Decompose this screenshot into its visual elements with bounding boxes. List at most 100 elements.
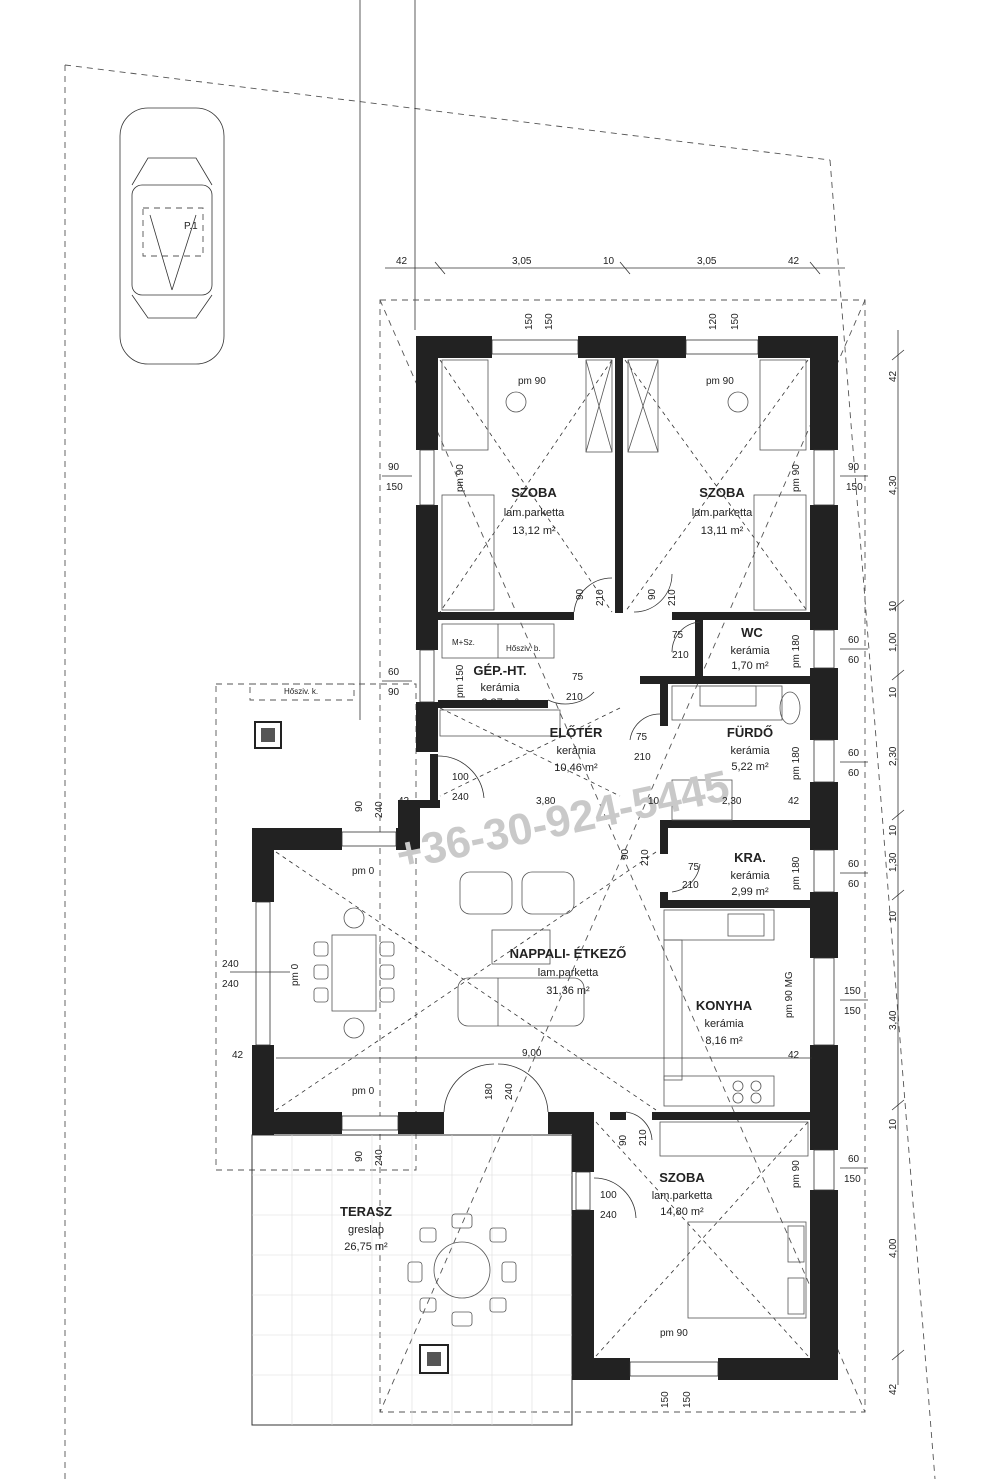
eloter-area: 10,46 m² (554, 762, 598, 774)
pm-labels: pm 90 pm 90 pm 90 pm 90 pm 180 pm 180 pm… (290, 376, 802, 1339)
dim-42a: 42 (398, 796, 410, 807)
room-wc: WC kerámia 1,70 m² (730, 625, 770, 672)
pm-sz2-right: pm 90 (791, 464, 802, 492)
dim-wt2a: 120 (708, 313, 719, 330)
dim-right-9: 3,40 (888, 1010, 899, 1030)
dim-lt-a: 90 (354, 800, 365, 812)
dim-right-8: 10 (888, 910, 899, 922)
door2-w: 90 (647, 588, 658, 600)
szoba3-floor: lam.parketta (652, 1190, 713, 1202)
dim-rs3-b: 150 (844, 1174, 861, 1185)
dim-lw1b: 150 (386, 482, 403, 493)
doorfurdo-h: 210 (634, 752, 651, 763)
doornap-w: 90 (620, 848, 631, 860)
windows (255, 339, 835, 1377)
furdo-floor: kerámia (730, 745, 770, 757)
pm-nap-left: pm 0 (290, 963, 301, 986)
doorgep-h: 210 (566, 692, 583, 703)
dim-right-5: 2,30 (888, 746, 899, 766)
szoba3-name: SZOBA (659, 1170, 705, 1185)
dim-wb-b: 150 (682, 1391, 693, 1408)
pm-sz3-right: pm 90 (791, 1160, 802, 1188)
furniture: M+Sz. Hősziv. b. (275, 359, 809, 1357)
furdo-name: FÜRDŐ (727, 725, 773, 740)
dim-rs3-a: 60 (848, 1154, 860, 1165)
dim-right-0: 42 (888, 370, 899, 382)
room-terasz: TERASZ greslap 26,75 m² (340, 1204, 392, 1253)
car-icon: P.1 (119, 107, 225, 365)
szoba2-name: SZOBA (699, 485, 745, 500)
szoba1-area: 13,12 m² (512, 525, 556, 537)
doorsz3-w: 90 (618, 1134, 629, 1146)
dim-42c: 42 (788, 796, 800, 807)
window-dimensions: 150 150 120 150 150 150 90 150 60 90 90 … (222, 313, 868, 1408)
dim-ll-a: 240 (222, 959, 239, 970)
terasz-area: 26,75 m² (344, 1241, 388, 1253)
dim-top-2: 10 (603, 256, 615, 267)
roof-outline: Hősziv. k. (215, 299, 866, 1413)
room-labels: SZOBA lam.parketta 13,12 m² SZOBA lam.pa… (340, 485, 773, 1253)
szoba3-area: 14,80 m² (660, 1206, 704, 1218)
szoba1-name: SZOBA (511, 485, 557, 500)
dim-42b: 42 (232, 1050, 244, 1061)
dim-right-4: 10 (888, 686, 899, 698)
room-szoba3: SZOBA lam.parketta 14,80 m² (652, 1170, 713, 1218)
pm-konyha: pm 90 MG (784, 971, 795, 1018)
dim-rk-a: 60 (848, 859, 860, 870)
dimension-lines (230, 261, 905, 1385)
dim-rko-a: 150 (844, 986, 861, 997)
doorsz3b-w: 100 (600, 1190, 617, 1201)
top-dimensions: 42 3,05 10 3,05 42 (396, 256, 800, 267)
dim-db-b: 240 (504, 1083, 515, 1100)
eloter-floor: kerámia (556, 745, 596, 757)
dim-wb-a: 150 (660, 1391, 671, 1408)
pm-szoba3: pm 90 (660, 1328, 688, 1339)
doornap-h: 210 (640, 849, 651, 866)
pm-gep: pm 150 (455, 664, 466, 698)
dim-top-1: 3,05 (512, 256, 532, 267)
right-dimensions: 42 4,30 10 1,00 10 2,30 10 1,30 10 3,40 … (888, 370, 899, 1395)
dim-rwc-b: 60 (848, 655, 860, 666)
dim-lt-b: 240 (374, 801, 385, 818)
doorfurdo-w: 75 (636, 732, 648, 743)
pm-sz1-left: pm 90 (455, 464, 466, 492)
gepht-floor: kerámia (480, 682, 520, 694)
dim-lw2a: 60 (388, 667, 400, 678)
dim-right-3: 1,00 (888, 632, 899, 652)
dim-top-4: 42 (788, 256, 800, 267)
door2-h: 210 (667, 589, 678, 606)
dim-right-7: 1,30 (888, 852, 899, 872)
dim-wt1a: 150 (524, 313, 535, 330)
terrace (251, 721, 573, 1426)
dim-rk-b: 60 (848, 879, 860, 890)
walls (252, 336, 838, 1380)
doorkra-h: 210 (682, 880, 699, 891)
doorsz3b-h: 240 (600, 1210, 617, 1221)
pm-szoba2: pm 90 (706, 376, 734, 387)
site-boundary (64, 0, 936, 1479)
dim-rw1a: 90 (848, 462, 860, 473)
doorgep-w: 75 (572, 672, 584, 683)
furdo-area: 5,22 m² (731, 761, 769, 773)
dim-lw1a: 90 (388, 462, 400, 473)
room-szoba1: SZOBA lam.parketta 13,12 m² (504, 485, 565, 537)
pm-kra: pm 180 (791, 856, 802, 890)
room-gepht: GÉP.-HT. kerámia 2,87 m² (473, 663, 526, 709)
dim-lb-b: 240 (374, 1149, 385, 1166)
dim-rwc-a: 60 (848, 635, 860, 646)
dim-lw2b: 90 (388, 687, 400, 698)
wc-area: 1,70 m² (731, 660, 769, 672)
dim-lb-a: 90 (354, 1150, 365, 1162)
pm-szoba1: pm 90 (518, 376, 546, 387)
dim-wt1b: 150 (544, 313, 555, 330)
room-szoba2: SZOBA lam.parketta 13,11 m² (692, 485, 753, 537)
pm-wc: pm 180 (791, 634, 802, 668)
wc-floor: kerámia (730, 645, 770, 657)
dim-380: 3,80 (536, 796, 556, 807)
room-furdo: FÜRDŐ kerámia 5,22 m² (727, 725, 773, 773)
doorsz3-h: 210 (638, 1129, 649, 1146)
doorwc-w: 75 (672, 630, 684, 641)
dim-rf-b: 60 (848, 768, 860, 779)
doorentry-h: 240 (452, 792, 469, 803)
